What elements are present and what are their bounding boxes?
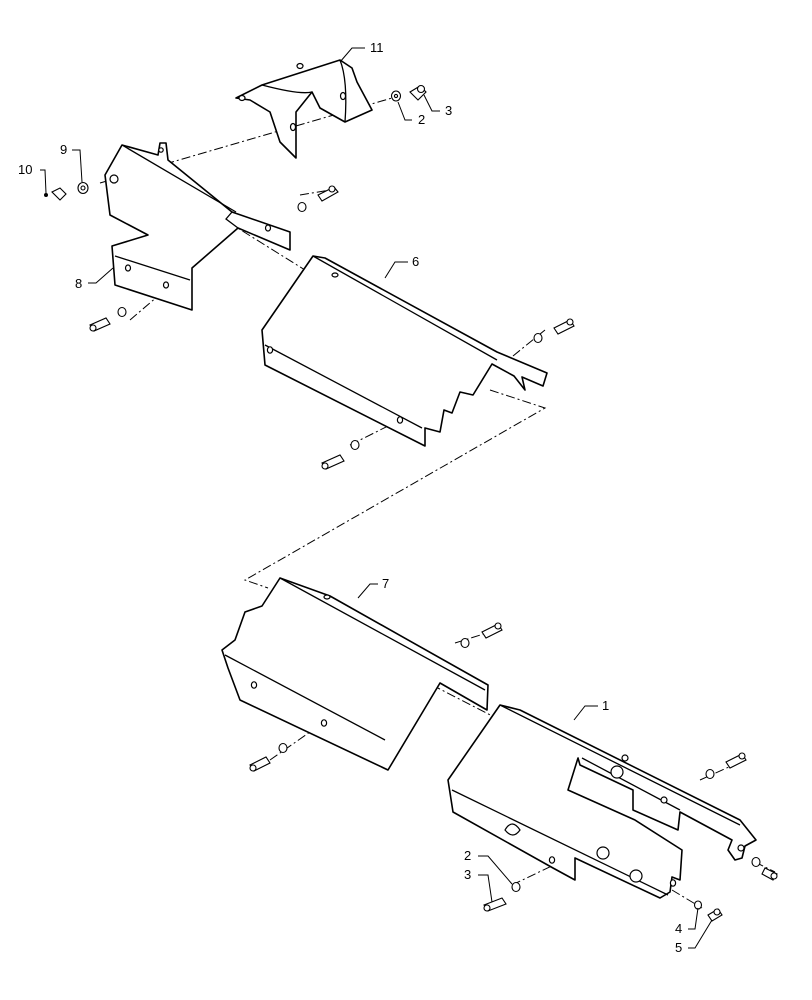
bolt-icon	[317, 185, 339, 202]
washer-icon	[511, 881, 521, 893]
bolt-icon	[761, 867, 778, 881]
washer-icon	[278, 742, 288, 754]
callout-3-bottom: 3	[464, 867, 471, 882]
bolt-icon	[249, 756, 271, 772]
callout-10: 10	[18, 162, 32, 177]
part-6-shield	[261, 255, 548, 447]
bolt-icon	[707, 908, 723, 922]
washer-icon	[117, 306, 127, 318]
bolt-icon	[483, 897, 507, 912]
leader-lines	[40, 47, 713, 949]
callout-4: 4	[675, 921, 682, 936]
callout-9: 9	[60, 142, 67, 157]
callout-11: 11	[370, 40, 384, 55]
washer-icon	[693, 900, 703, 910]
callout-labels: 11 2 3 9 10 8 6 7 1 2 3 4 5	[18, 40, 682, 955]
part-8-bracket	[104, 142, 291, 311]
washer-icon	[350, 439, 360, 451]
washer-icon	[460, 637, 470, 649]
washer-icon	[705, 768, 715, 780]
callout-5: 5	[675, 940, 682, 955]
bolt-icon	[321, 454, 345, 470]
callout-1: 1	[602, 698, 609, 713]
bolt-icon	[725, 752, 747, 769]
bolt-icon	[481, 622, 503, 639]
washer-icon	[390, 90, 402, 102]
washer-icon	[297, 201, 307, 213]
washer-icon	[77, 181, 89, 195]
part-1-shield	[447, 704, 757, 899]
callout-2-top: 2	[418, 112, 425, 127]
callout-8: 8	[75, 276, 82, 291]
bolt-icon	[89, 317, 111, 332]
washer-icon	[751, 856, 761, 868]
part-7-shield	[221, 577, 489, 771]
callout-3-top: 3	[445, 103, 452, 118]
washer-icon	[533, 332, 543, 344]
callout-2-bottom: 2	[464, 848, 471, 863]
part-11-curved-cover	[235, 59, 373, 159]
callout-7: 7	[382, 576, 389, 591]
callout-6: 6	[412, 254, 419, 269]
bolt-icon	[409, 84, 427, 101]
hardware	[44, 84, 778, 922]
bolt-icon	[553, 318, 575, 335]
nut-icon	[44, 187, 67, 201]
